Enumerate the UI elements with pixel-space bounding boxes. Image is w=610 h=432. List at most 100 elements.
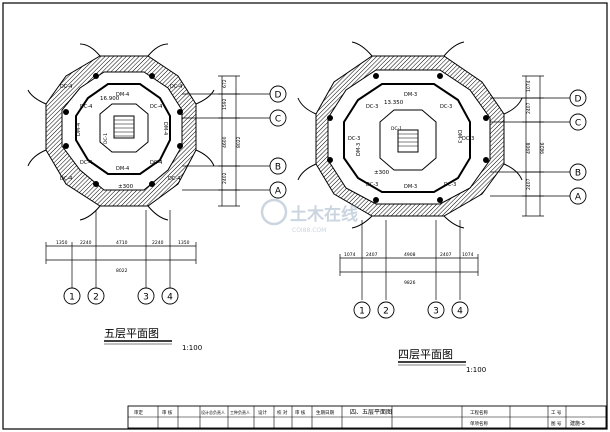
title-block: 审定 审 核 设计总负责人 工种负责人 设计 校 对 审 核 生期日期 四、五层… <box>127 405 607 429</box>
label-dc4-5: DC-4 <box>60 84 72 90</box>
label-dc4-4: DC-4 <box>150 160 162 166</box>
dim-b-total: 9826 <box>404 280 416 286</box>
inner-core <box>99 103 149 153</box>
label-dc4-2: DC-4 <box>150 104 162 110</box>
label-dm3-left: DM-3 <box>356 143 362 156</box>
tb-date: 生期日期 <box>316 409 334 416</box>
dim-b3: 4908 <box>404 252 416 258</box>
label-dm3-bottom: DM-3 <box>404 184 417 190</box>
plan-fourth-floor: DC-3 DC-3 DC-3 DC-3 DC-3 DC-3 DM-3 DM-3 … <box>297 41 587 374</box>
level-mark: 13.350 <box>384 100 404 106</box>
axis-a: A <box>575 193 582 203</box>
columns <box>63 73 183 187</box>
axis-d: D <box>575 95 582 105</box>
axis-4: 4 <box>457 307 463 317</box>
label-dc3-3: DC-3 <box>366 182 378 188</box>
tb-chief-designer: 设计总负责人 <box>201 409 225 415</box>
axis-rows: D C B A <box>269 85 287 199</box>
tb-reviewer: 审 核 <box>295 409 306 416</box>
inner-core <box>379 109 437 171</box>
axis-cols: 1 2 3 4 <box>353 301 469 319</box>
plan-scale: 1:100 <box>182 344 202 352</box>
plan-scale: 1:100 <box>466 366 486 374</box>
label-dc4-8: DC-4 <box>168 176 180 182</box>
label-dc1: DC-1 <box>103 133 109 144</box>
dims-right <box>490 75 570 217</box>
level-mark-low: ±300 <box>374 170 390 176</box>
plan-fifth-floor: DC-4 DC-4 DC-4 DC-4 DC-4 DC-4 DC-4 DC-4 … <box>27 43 287 352</box>
tb-review: 审 核 <box>162 409 173 416</box>
axis-a: A <box>275 187 282 197</box>
label-dm3-top: DM-3 <box>404 92 417 98</box>
eave-corners <box>27 43 215 221</box>
dim-b1: 1074 <box>344 252 356 258</box>
label-dc4-6: DC-4 <box>170 84 182 90</box>
watermark-main: 土木在线 <box>290 204 358 225</box>
dim-b-total: 8022 <box>116 268 128 274</box>
dim-r-total: 8022 <box>236 136 242 148</box>
axis-1: 1 <box>359 307 365 317</box>
label-dm4-top: DM-4 <box>116 92 129 98</box>
axis-d: D <box>275 91 282 101</box>
label-dc1: DC-1 <box>391 126 402 132</box>
dim-r-total: 9826 <box>540 142 546 154</box>
tb-project: 工程名称 <box>470 409 488 416</box>
tb-job-no-label: 工 号 <box>551 410 562 416</box>
axis-3: 3 <box>143 293 149 303</box>
dim-r1: 672 <box>222 79 228 88</box>
label-dc4-7: DC-4 <box>60 176 72 182</box>
axis-2: 2 <box>93 293 99 303</box>
axis-rows: D C B A <box>569 89 587 205</box>
tb-checker: 校 对 <box>277 409 288 416</box>
watermark-sub: COI88.COM <box>292 227 326 234</box>
tb-discipline-lead: 工种负责人 <box>230 409 250 415</box>
tb-item: 单项名称 <box>470 420 488 427</box>
dim-b2: 2240 <box>80 240 92 246</box>
dim-r2: 1592 <box>222 98 228 110</box>
dim-b4: 2240 <box>152 240 164 246</box>
stair <box>397 129 419 153</box>
wall-ring <box>343 83 471 193</box>
tb-approve: 审定 <box>134 409 143 416</box>
stair <box>113 115 135 139</box>
watermark: 土木在线 COI88.COM <box>260 198 358 234</box>
dim-r4: 2402 <box>222 172 228 184</box>
axis-2: 2 <box>383 307 389 317</box>
label-dc3-2: DC-3 <box>440 104 452 110</box>
axis-cols: 1 2 3 4 <box>63 287 179 305</box>
dim-b3: 4710 <box>116 240 128 246</box>
dim-b5: 1074 <box>462 252 474 258</box>
dim-r3: 4600 <box>222 136 228 148</box>
axis-3: 3 <box>433 307 439 317</box>
stair-steps <box>114 119 134 137</box>
dim-r2: 2407 <box>526 102 532 114</box>
plan-title: 五层平面图 <box>104 327 159 340</box>
label-dc3-4: DC-3 <box>444 182 456 188</box>
dim-r1: 1074 <box>526 80 532 92</box>
dim-r3: 4908 <box>526 142 532 154</box>
tb-drawing-name: 四、五层平面图 <box>350 409 392 416</box>
level-mark-low: ±300 <box>118 184 134 190</box>
dim-b2: 2407 <box>366 252 378 258</box>
stair-steps <box>398 133 418 147</box>
label-dc4-3: DC-4 <box>80 160 92 166</box>
dims-right <box>182 75 270 207</box>
axis-c: C <box>575 119 581 129</box>
roof-inner <box>61 71 183 191</box>
tb-designer: 设计 <box>258 409 267 416</box>
axis-b: B <box>575 169 581 179</box>
label-dm4-bottom: DM-4 <box>116 166 129 172</box>
axis-4: 4 <box>167 293 173 303</box>
dim-r4: 2407 <box>526 178 532 190</box>
label-dm4-right: DM-4 <box>162 122 168 135</box>
label-dc3-1: DC-3 <box>366 104 378 110</box>
watermark-logo-icon <box>260 198 288 226</box>
label-dc4-1: DC-4 <box>80 104 92 110</box>
label-dm4-left: DM-4 <box>76 123 82 136</box>
plan-title: 四层平面图 <box>398 348 453 361</box>
tb-sheet-no: 建施-5 <box>570 420 585 427</box>
dims-bottom <box>45 210 197 288</box>
level-mark: 16.900 <box>100 96 120 102</box>
